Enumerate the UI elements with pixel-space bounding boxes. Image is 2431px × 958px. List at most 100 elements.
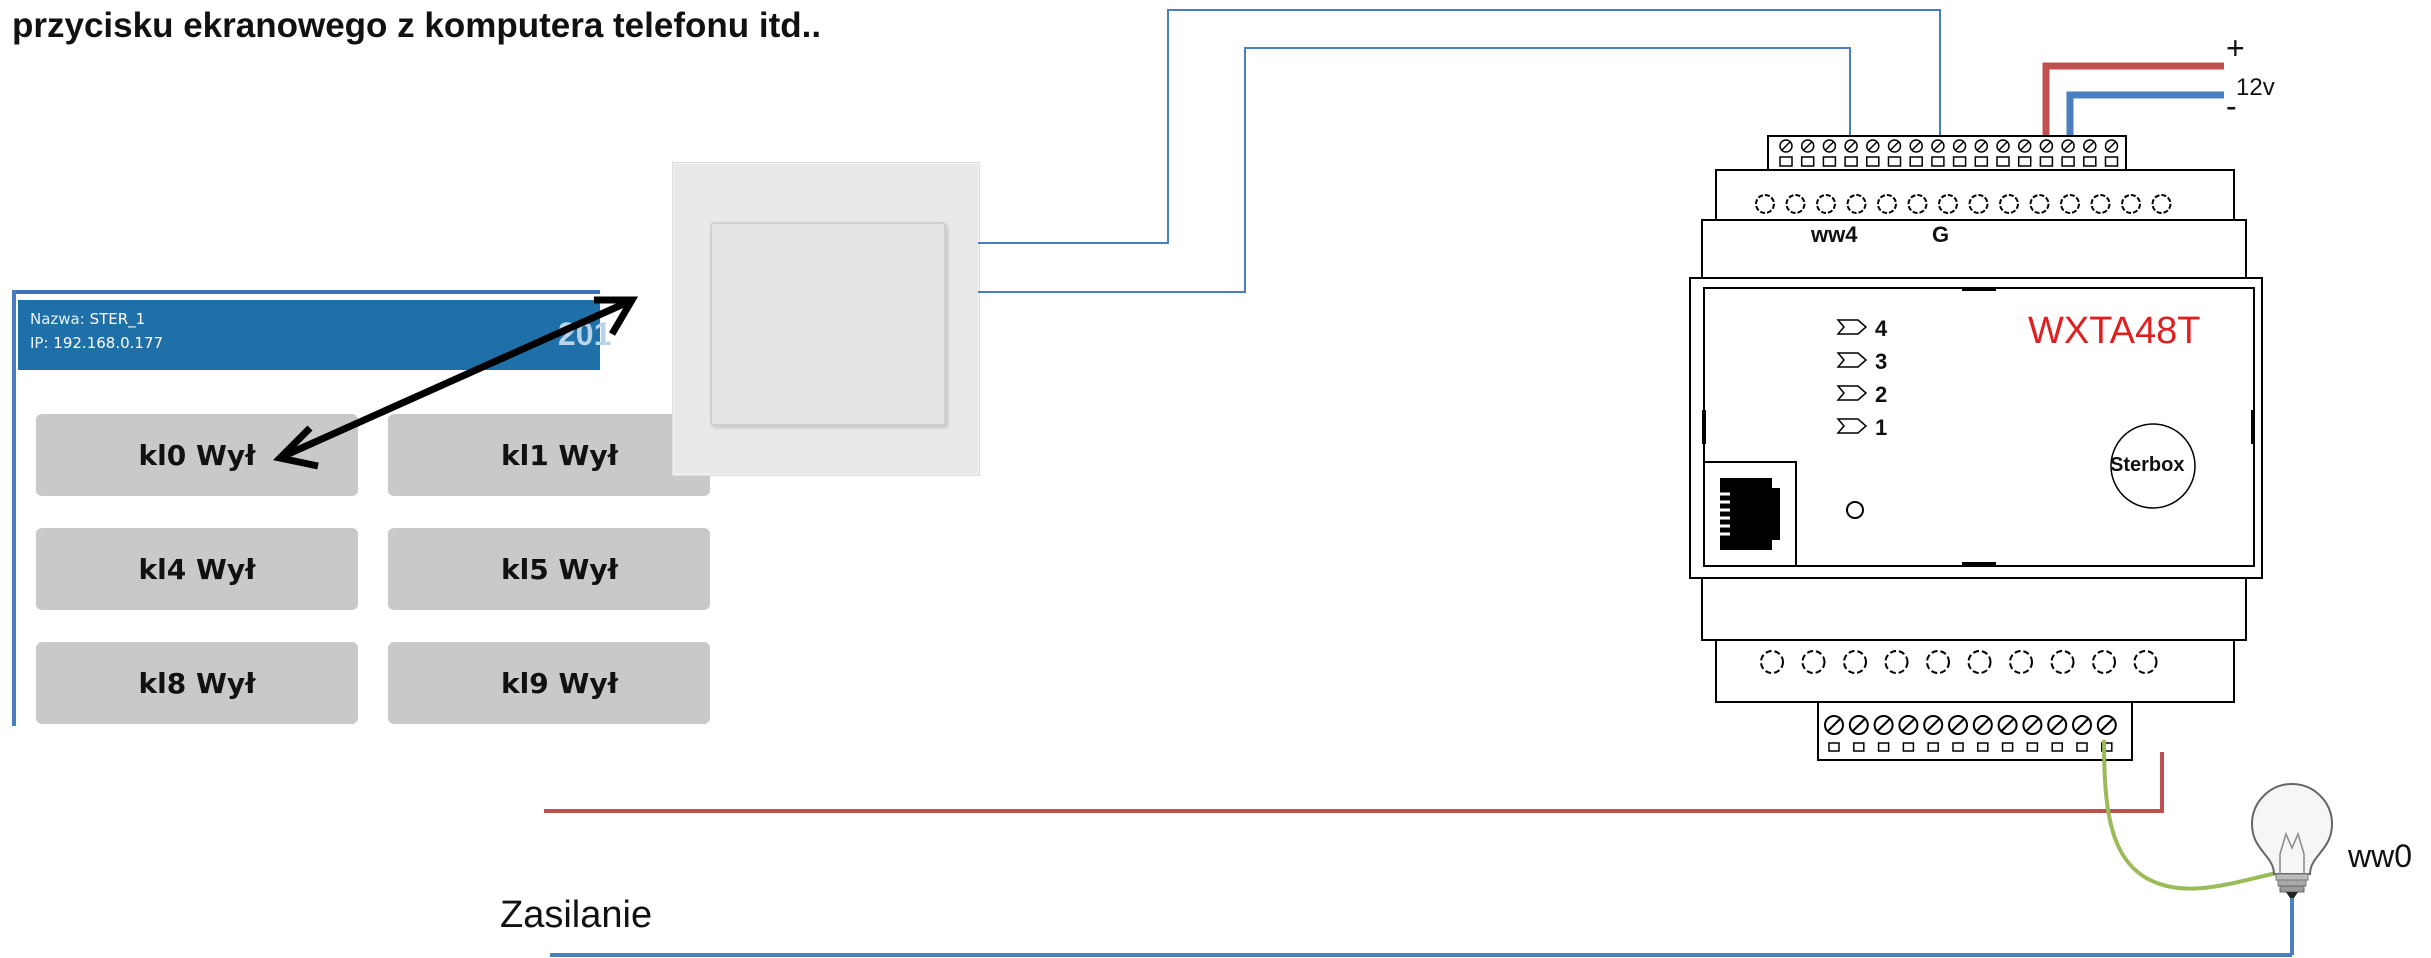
top-shoulder (1701, 219, 2247, 279)
top-terminal-slot (1779, 156, 1793, 167)
led-label-3: 3 (1875, 349, 1888, 374)
button-kl5[interactable]: kl5 Wył (388, 528, 710, 610)
top-terminals (1779, 139, 2119, 167)
right-clip (2251, 410, 2255, 444)
module-model: WXTA48T (2028, 310, 2201, 352)
led-indicators (1836, 319, 1868, 434)
bottom-shoulder (1701, 577, 2247, 641)
bottom-screw-hole (2050, 650, 2075, 674)
module-brand: Sterbox (2110, 454, 2185, 476)
switch-wire-g (978, 9, 1941, 244)
link-arrow-line (284, 298, 630, 459)
link-arrow-head-left (272, 425, 319, 470)
top-screw-hole (2121, 194, 2141, 214)
power-minus-label: - (2226, 88, 2237, 124)
top-screw-hole (1999, 194, 2019, 214)
bottom-terminal-slot (1927, 742, 1939, 752)
bottom-screw-hole (1884, 650, 1909, 674)
status-led (1846, 501, 1864, 519)
device-ip-value: 192.168.0.177 (53, 334, 164, 352)
top-terminal-slot (1800, 156, 1815, 167)
top-terminal-slot (1822, 156, 1837, 167)
top-terminal-slot (1974, 156, 1989, 167)
bottom-terminal-slot (2076, 742, 2088, 752)
bottom-terminals (1824, 715, 2117, 752)
top-terminal-slot (1952, 156, 1967, 167)
top-terminal-slot (1844, 156, 1858, 167)
lamp-switched-wire (2102, 739, 2283, 891)
bottom-terminal-slot (1877, 742, 1890, 752)
top-terminal-slot (2104, 156, 2119, 167)
bottom-screw-hole (1801, 650, 1826, 674)
bottom-screw-hole (1967, 650, 1992, 674)
bottom-terminal-slot (2101, 742, 2113, 752)
input-label-ww4: ww4 (1811, 222, 1858, 247)
top-screw-hole (1907, 194, 1928, 214)
device-ip-label: IP: (30, 334, 54, 352)
button-kl0[interactable]: kl0 Wył (36, 414, 358, 496)
top-screw-holes (1755, 194, 2172, 214)
bottom-terminal-slot (1977, 742, 1989, 752)
bottom-screw-hole (2009, 650, 2033, 674)
button-kl1[interactable]: kl1 Wył (388, 414, 710, 496)
bottom-terminal-slot (1952, 742, 1964, 752)
panel-buttons-area: kl0 Wył kl1 Wył kl4 Wył kl5 Wył kl8 Wył … (12, 290, 710, 726)
bottom-screw-hole (1843, 650, 1867, 674)
power-wire-plus (2042, 62, 2224, 158)
bottom-terminal-slot (1902, 742, 1915, 752)
bottom-terminal-slot (1828, 742, 1840, 752)
power-voltage-label: 12v (2236, 74, 2275, 101)
led-label-2: 2 (1875, 382, 1888, 407)
top-terminal-slot (2017, 156, 2032, 167)
switch-wire-ww4 (978, 47, 1851, 293)
lamp-bulb-icon (2250, 782, 2334, 898)
top-screw-hole (1755, 194, 1775, 214)
power-plus-label: + (2226, 30, 2245, 66)
bottom-screw-hole (2133, 650, 2158, 674)
bottom-screw-hole (2092, 650, 2116, 674)
panel-top-border (12, 290, 600, 294)
bottom-screw-hole (1760, 650, 1784, 674)
top-terminal-slot (2083, 156, 2097, 167)
top-screw-hole (1816, 194, 1836, 214)
led-label-4: 4 (1875, 316, 1888, 341)
ethernet-port-pins (1718, 492, 1730, 536)
left-clip (1702, 410, 1706, 444)
top-screw-hole (2151, 194, 2172, 214)
diagram-heading: przycisku ekranowego z komputera telefon… (12, 6, 822, 45)
bottom-screw-holes (1760, 650, 2158, 674)
top-terminal-slot (1909, 156, 1923, 167)
device-name-value: STER_1 (89, 310, 146, 328)
top-screw-hole (1846, 194, 1867, 214)
bottom-terminal-slot (2026, 742, 2039, 752)
bottom-terminal-slot (2051, 742, 2063, 752)
button-kl8[interactable]: kl8 Wył (36, 642, 358, 724)
led-arrow-icon (1836, 319, 1868, 335)
device-ip-line: IP: 192.168.0.177 (30, 334, 163, 352)
top-screw-hole (1938, 194, 1958, 214)
top-screw-hole (2090, 194, 2111, 214)
top-clip (1962, 287, 1996, 291)
link-arrow-head-right (594, 296, 639, 336)
top-screw-hole (2060, 194, 2080, 214)
bottom-terminal-slot (1853, 742, 1865, 752)
top-terminal-slot (2039, 156, 2054, 167)
bottom-terminal-slot (2001, 742, 2014, 752)
led-label-1: 1 (1875, 415, 1888, 440)
button-kl9[interactable]: kl9 Wył (388, 642, 710, 724)
top-terminal-slot (1996, 156, 2010, 167)
top-screw-hole (1785, 194, 1806, 214)
lamp-label: ww0 (2348, 838, 2413, 874)
supply-label: Zasilanie (500, 894, 653, 936)
top-terminal-slot (1866, 156, 1880, 167)
input-label-g: G (1932, 222, 1950, 247)
ethernet-port-icon (1720, 478, 1780, 550)
sterbox-badge (2110, 423, 2196, 509)
button-kl4[interactable]: kl4 Wył (36, 528, 358, 610)
top-screw-hole (1968, 194, 1989, 214)
device-name-label: Nazwa: (30, 310, 90, 328)
led-arrow-icon (1836, 352, 1868, 368)
top-screw-hole (2029, 194, 2050, 214)
bottom-screw-hole (1926, 650, 1950, 674)
